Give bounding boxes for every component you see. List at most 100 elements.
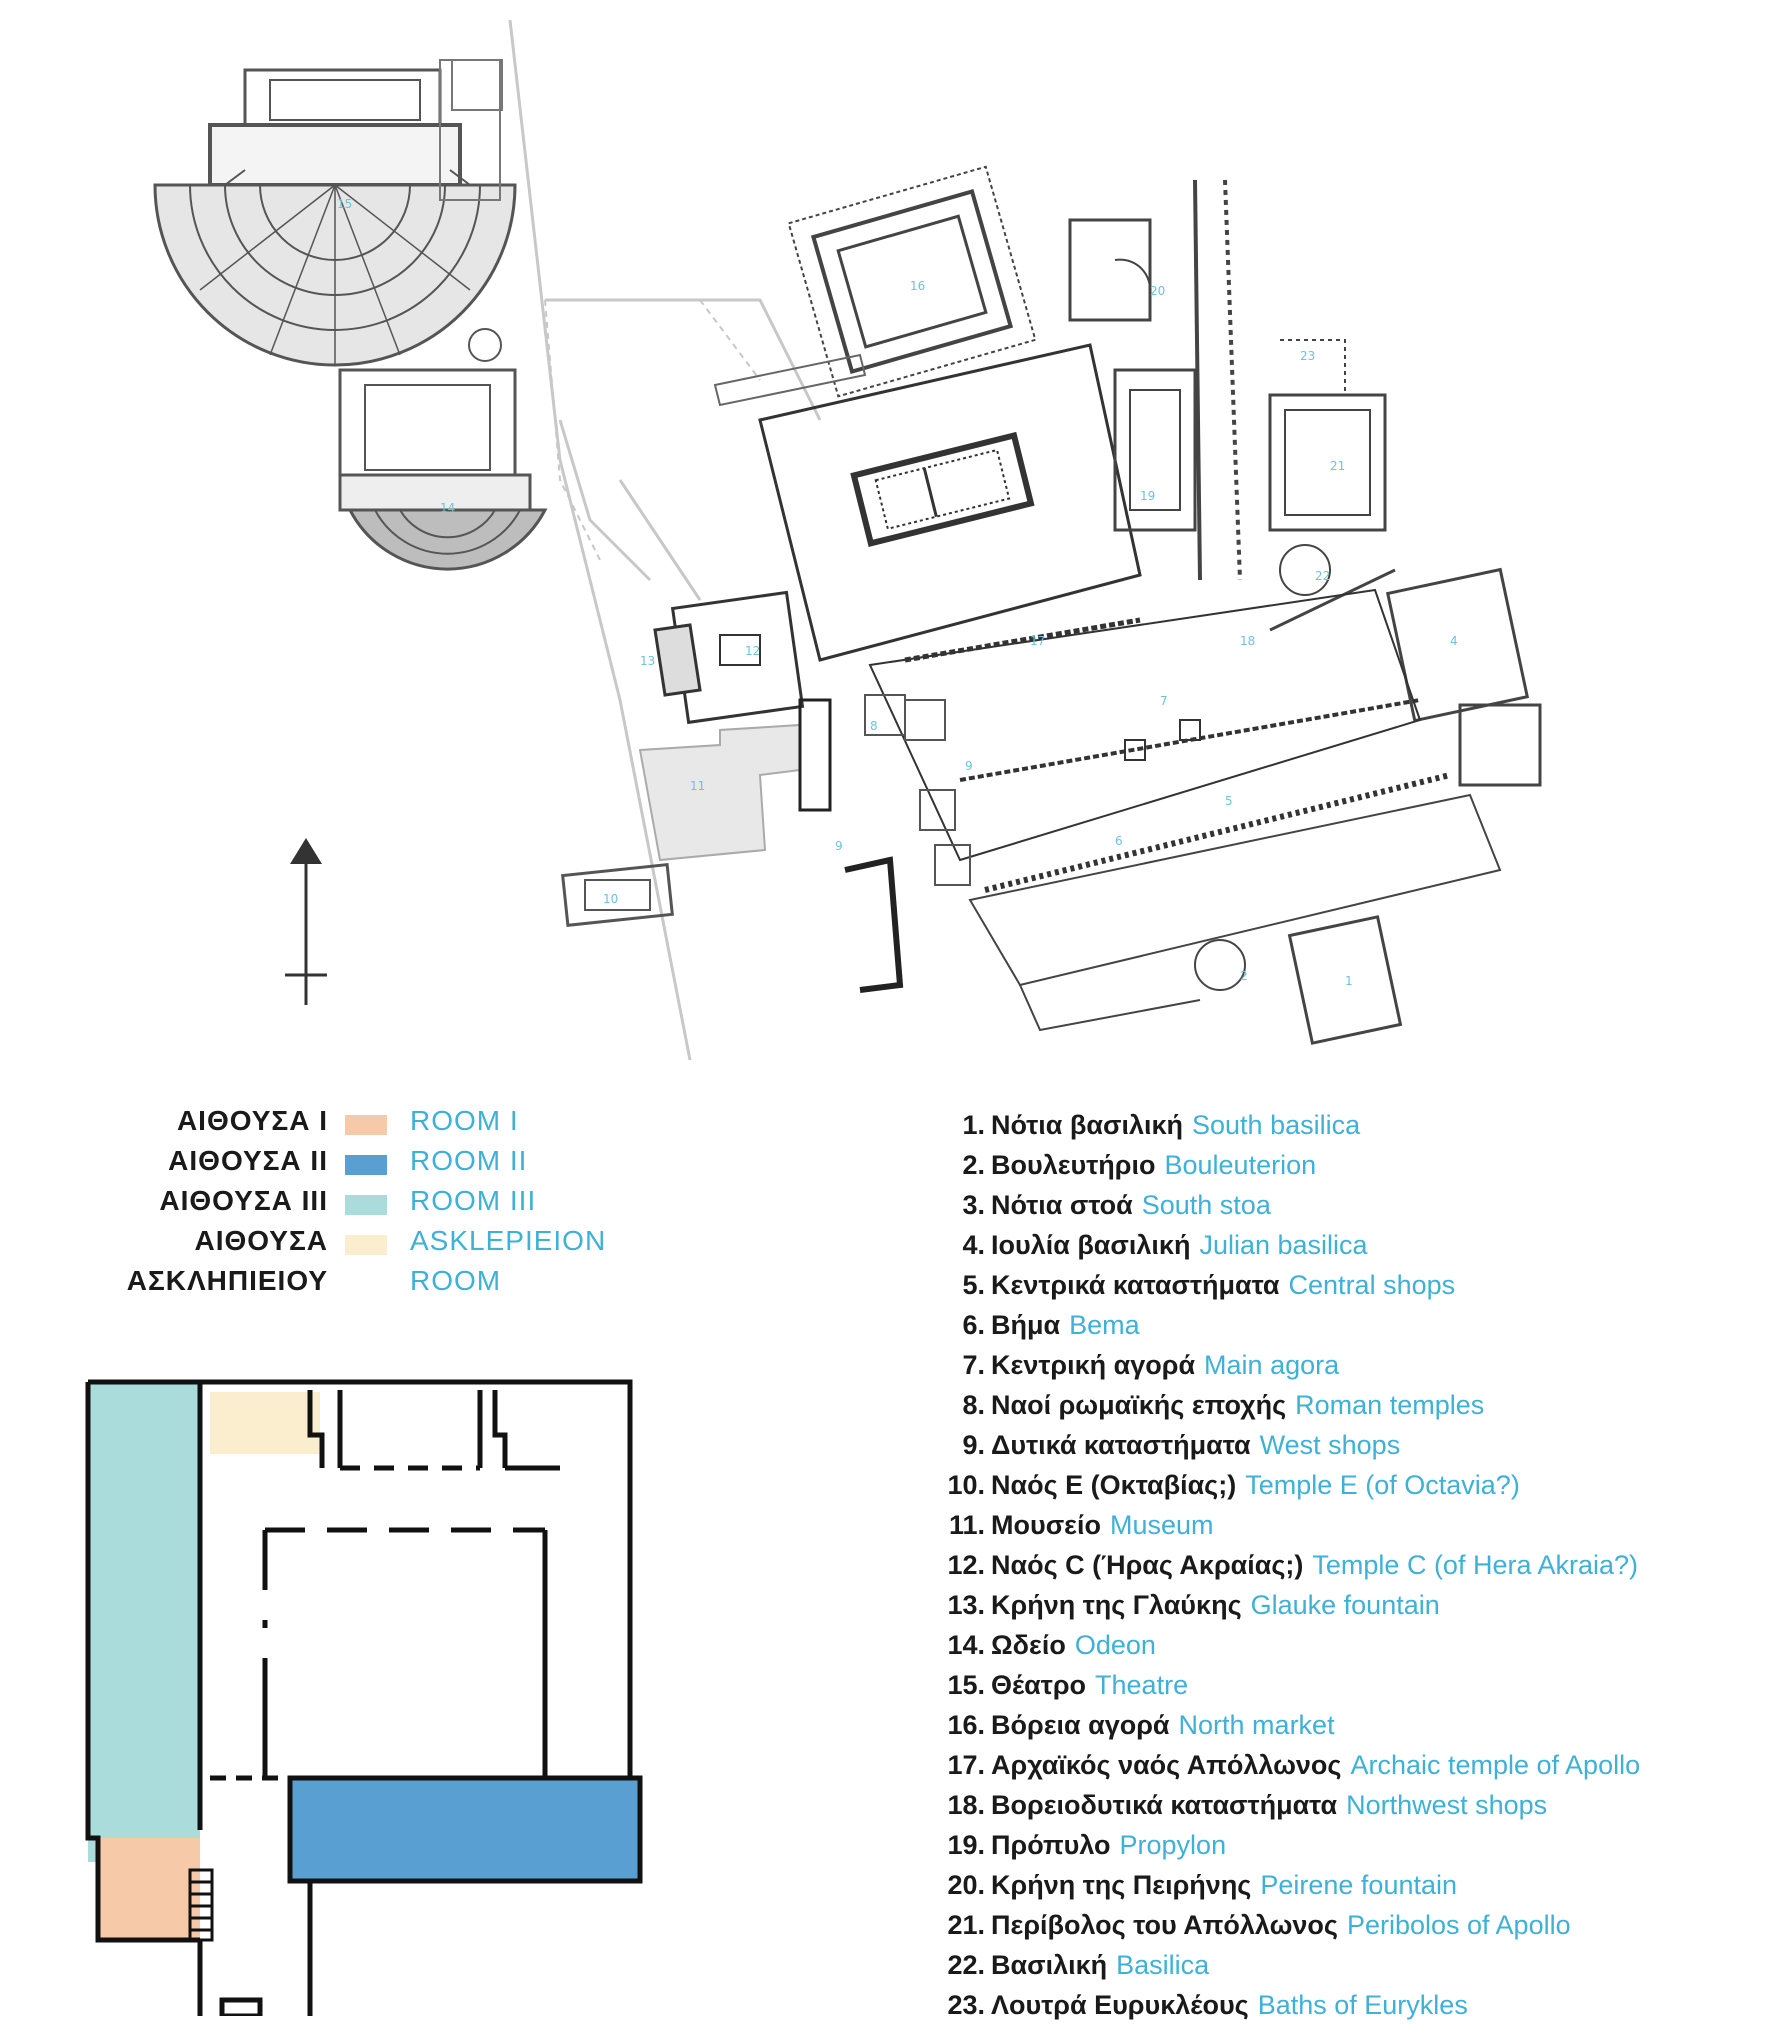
key-greek-name: Θέατρο: [991, 1670, 1087, 1700]
colonnade-northwest: [713, 353, 867, 407]
key-greek-name: Ναός C (Ήρας Ακραίας;): [991, 1550, 1304, 1580]
key-english-name: Bouleuterion: [1164, 1150, 1317, 1180]
legend-english-label: ROOM I: [410, 1105, 519, 1136]
key-number: 6.: [962, 1310, 985, 1340]
key-english-name: Baths of Eurykles: [1257, 1990, 1468, 2020]
key-greek-name: Βουλευτήριο: [991, 1150, 1156, 1180]
temple-c: [653, 590, 805, 725]
key-number: 1.: [962, 1110, 985, 1140]
floor-plan-walls: [85, 1379, 643, 2016]
key-number: 4.: [962, 1230, 985, 1260]
north-market: [787, 165, 1037, 398]
legend-greek-label: ΑΙΘΟΥΣΑ ΙΙ: [168, 1145, 328, 1176]
plan-label: 22: [1315, 569, 1330, 583]
key-item: 10.Ναός Ε (Οκταβίας;) Temple E (of Octavi…: [930, 1465, 1520, 1505]
key-number: 9.: [962, 1430, 985, 1460]
legend-row: ΑΙΘΟΥΣΑ ASKLEPIEION: [0, 1225, 640, 1265]
lechaion-road-buildings: [1068, 179, 1242, 581]
theatre-right-buildings: [439, 59, 503, 201]
key-english-name: Roman temples: [1295, 1390, 1485, 1420]
key-greek-name: Κεντρική αγορά: [991, 1350, 1196, 1380]
stair-icon: [188, 1868, 214, 1942]
key-english-name: Archaic temple of Apollo: [1350, 1750, 1641, 1780]
key-english-name: North market: [1178, 1710, 1335, 1740]
legend-swatch: [345, 1115, 387, 1135]
key-number: 2.: [962, 1150, 985, 1180]
key-english-name: Temple E (of Octavia?): [1245, 1470, 1520, 1500]
theatre: [153, 68, 517, 367]
key-greek-name: Αρχαϊκός ναός Απόλλωνος: [991, 1750, 1342, 1780]
key-english-name: Museum: [1109, 1510, 1214, 1540]
legend-english-label: ROOM III: [410, 1185, 537, 1216]
key-item: 2.Βουλευτήριο Bouleuterion: [930, 1145, 1316, 1185]
plan-label: 12: [745, 644, 760, 658]
plan-label: 15: [337, 197, 352, 211]
west-shops: [798, 698, 904, 993]
room-ii-area: [290, 1778, 640, 1881]
key-english-name: Peirene fountain: [1260, 1870, 1458, 1900]
key-english-name: Peribolos of Apollo: [1346, 1910, 1571, 1940]
key-greek-name: Βασιλική: [991, 1950, 1108, 1980]
key-number: 15.: [947, 1670, 985, 1700]
key-english-name: Northwest shops: [1346, 1790, 1548, 1820]
plan-label: 17: [1030, 634, 1045, 648]
room-i-area: [98, 1838, 200, 1938]
key-number: 19.: [947, 1830, 985, 1860]
key-greek-name: Περίβολος του Απόλλωνος: [991, 1910, 1338, 1940]
plan-label: 5: [1225, 794, 1233, 808]
key-english-name: Julian basilica: [1199, 1230, 1368, 1260]
key-number: 18.: [947, 1790, 985, 1820]
key-greek-name: Ναοί ρωμαϊκής εποχής: [991, 1390, 1287, 1420]
asklepieion-room-area: [210, 1392, 320, 1454]
legend-greek-label: ΑΙΘΟΥΣΑ ΙΙΙ: [159, 1185, 328, 1216]
key-number: 7.: [962, 1350, 985, 1380]
key-number: 8.: [962, 1390, 985, 1420]
legend-greek-label: ΑΙΘΟΥΣΑ: [194, 1225, 328, 1256]
room-iii-area: [88, 1382, 200, 1862]
key-number: 22.: [947, 1950, 985, 1980]
plan-label: 11: [690, 779, 705, 793]
plan-label: 1: [1345, 974, 1353, 988]
legend-swatch: [345, 1155, 387, 1175]
key-number: 20.: [947, 1870, 985, 1900]
legend-swatch: [345, 1235, 387, 1255]
road-lines-dashed: [544, 299, 761, 561]
key-item: 12.Ναός C (Ήρας Ακραίας;)Temple C (of He…: [930, 1545, 1638, 1585]
legend-row: ΑΙΘΟΥΣΑ ΙΙ ROOM II: [0, 1145, 640, 1185]
key-greek-name: Μουσείο: [991, 1510, 1101, 1540]
key-greek-name: Κρήνη της Γλαύκης: [991, 1590, 1242, 1620]
key-number: 12.: [947, 1550, 985, 1580]
key-greek-name: Ναός Ε (Οκταβίας;): [991, 1470, 1237, 1500]
plan-label: 19: [1140, 489, 1155, 503]
key-number: 23.: [947, 1990, 985, 2020]
plan-label: 16: [910, 279, 925, 293]
key-greek-name: Νότια βασιλική: [991, 1110, 1184, 1140]
plan-label: 8: [870, 719, 878, 733]
plan-label: 13: [640, 654, 655, 668]
key-english-name: South stoa: [1141, 1190, 1271, 1220]
odeon: [338, 328, 548, 571]
plan-label: 9: [835, 839, 843, 853]
key-number: 10.: [947, 1470, 985, 1500]
key-number: 14.: [947, 1630, 985, 1660]
plan-label: 2: [1240, 969, 1248, 983]
plan-label: 6: [1115, 834, 1123, 848]
site-plan-map: 15 14 16 20 23 21 19 22 18 17 12 13 4 7 …: [153, 19, 1542, 1061]
key-number: 3.: [962, 1190, 985, 1220]
julian-basilica: [1385, 567, 1542, 787]
key-english-name: Main agora: [1204, 1350, 1340, 1380]
roman-temples: [864, 694, 971, 886]
